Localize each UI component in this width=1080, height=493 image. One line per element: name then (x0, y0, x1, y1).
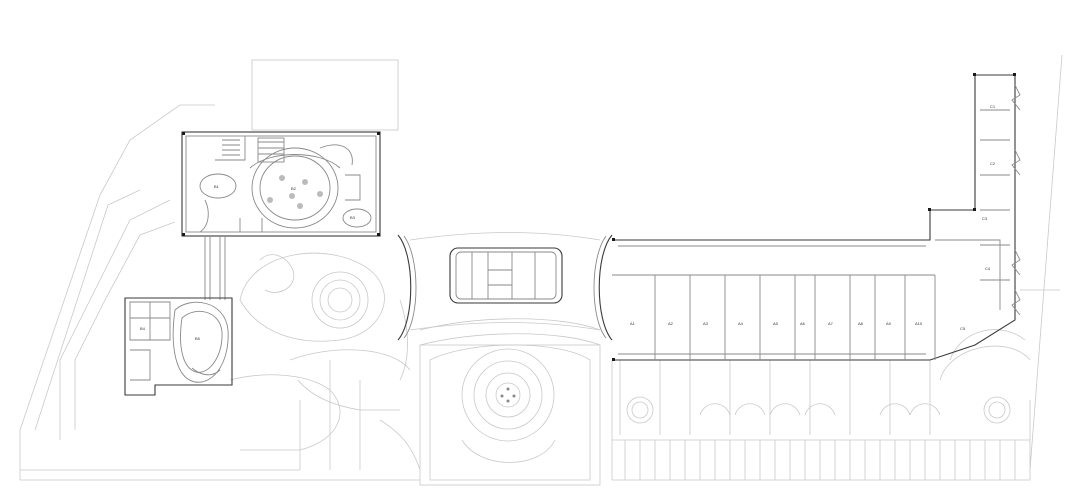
building-north-west (181, 131, 381, 237)
room-label: A4 (738, 321, 744, 326)
building-east-wing (612, 73, 1021, 361)
link-corridor (204, 236, 226, 300)
room-label: B2 (291, 186, 297, 191)
room-label: A9 (886, 321, 892, 326)
central-pavilion (397, 234, 613, 341)
room-label: B4 (140, 326, 146, 331)
room-label: B3 (350, 215, 356, 220)
site-landscape (19, 54, 1063, 486)
room-labels: B1 B2 B3 B4 B5 A1 A2 A3 A4 A5 A6 A7 A8 A… (140, 104, 996, 341)
room-label: C5 (960, 326, 966, 331)
room-label: C2 (990, 161, 996, 166)
room-label: B1 (214, 184, 220, 189)
room-label: A5 (773, 321, 779, 326)
room-label: C1 (990, 104, 996, 109)
room-label: C4 (985, 266, 991, 271)
room-label: C3 (982, 216, 988, 221)
room-label: A2 (668, 321, 674, 326)
room-label: A1 (630, 321, 636, 326)
parking-bays (624, 440, 1016, 480)
room-label: A6 (800, 321, 806, 326)
terrace-planters (619, 360, 941, 435)
building-south-west (124, 297, 233, 396)
room-label: A10 (915, 321, 923, 326)
room-label: A3 (703, 321, 709, 326)
room-label: A8 (858, 321, 864, 326)
room-label: A7 (828, 321, 834, 326)
room-label: B5 (195, 336, 201, 341)
